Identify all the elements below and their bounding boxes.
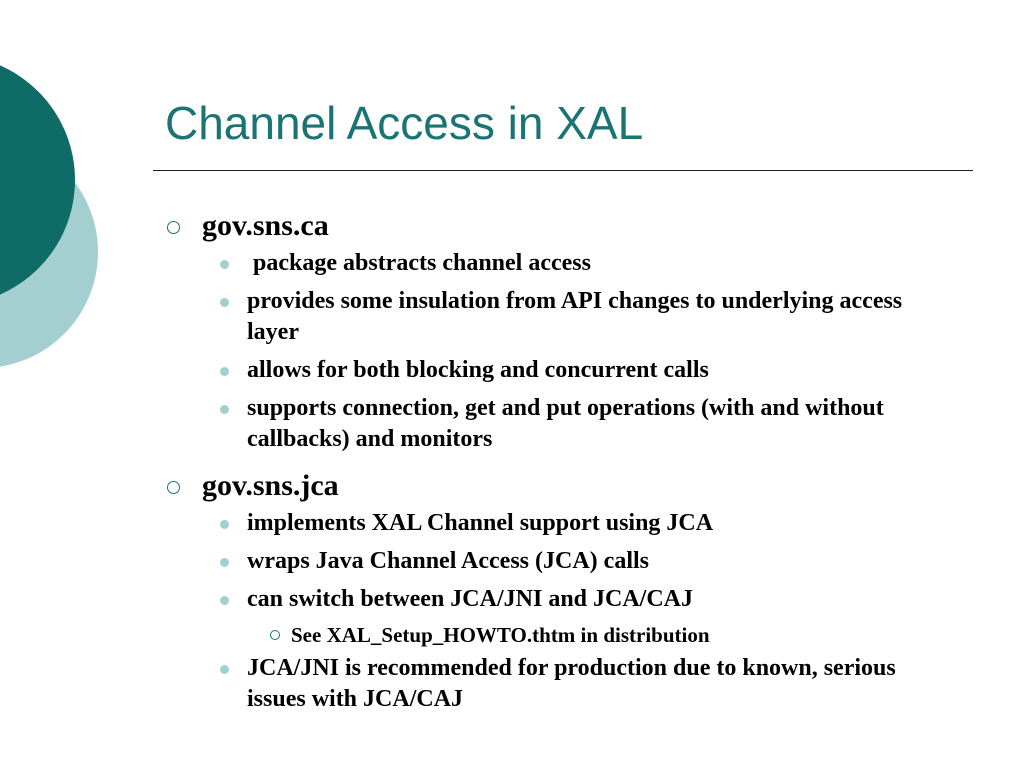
- section-heading-label: gov.sns.jca: [202, 469, 339, 502]
- hollow-circle-bullet-icon: [167, 221, 180, 234]
- hollow-circle-bullet-icon: [270, 630, 280, 640]
- hollow-circle-bullet-icon: [167, 481, 180, 494]
- decorative-circles: [0, 65, 98, 367]
- list-item-text: JCA/JNI is recommended for production du…: [247, 655, 896, 712]
- slide-title: Channel Access in XAL: [165, 97, 644, 149]
- list-item-text: wraps Java Channel Access (JCA) calls: [247, 548, 649, 574]
- list-item: wraps Java Channel Access (JCA) calls: [220, 546, 957, 577]
- section-heading-gov-sns-jca: gov.sns.jca: [165, 468, 955, 504]
- list-item: allows for both blocking and concurrent …: [220, 355, 957, 386]
- filled-circle-bullet-icon: [220, 665, 229, 674]
- filled-circle-bullet-icon: [220, 260, 229, 269]
- list-item-text: allows for both blocking and concurrent …: [247, 357, 709, 383]
- filled-circle-bullet-icon: [220, 367, 229, 376]
- filled-circle-bullet-icon: [220, 520, 229, 529]
- filled-circle-bullet-icon: [220, 298, 229, 307]
- section-heading-label: gov.sns.ca: [202, 209, 329, 242]
- slide-content: gov.sns.ca package abstracts channel acc…: [165, 208, 955, 722]
- filled-circle-bullet-icon: [220, 558, 229, 567]
- list-item-text: provides some insulation from API change…: [247, 288, 903, 345]
- sub-list-item-text: See XAL_Setup_HOWTO.thtm in distribution: [291, 623, 710, 647]
- dark-circle-shape: [0, 65, 75, 295]
- list-item-text: can switch between JCA/JNI and JCA/CAJ: [247, 586, 694, 612]
- title-divider: [153, 170, 973, 171]
- filled-circle-bullet-icon: [220, 405, 229, 414]
- list-item: JCA/JNI is recommended for production du…: [220, 653, 957, 715]
- list-item-text: supports connection, get and put operati…: [247, 395, 884, 452]
- list-item: package abstracts channel access: [220, 248, 957, 279]
- filled-circle-bullet-icon: [220, 596, 229, 605]
- sub-list-item: See XAL_Setup_HOWTO.thtm in distribution: [270, 621, 955, 649]
- list-item: can switch between JCA/JNI and JCA/CAJ: [220, 584, 957, 615]
- list-item: provides some insulation from API change…: [220, 286, 957, 348]
- section-heading-gov-sns-ca: gov.sns.ca: [165, 208, 955, 244]
- list-item-text: implements XAL Channel support using JCA: [247, 510, 714, 536]
- list-item: supports connection, get and put operati…: [220, 393, 957, 455]
- list-item: implements XAL Channel support using JCA: [220, 508, 957, 539]
- list-item-text: package abstracts channel access: [247, 250, 591, 276]
